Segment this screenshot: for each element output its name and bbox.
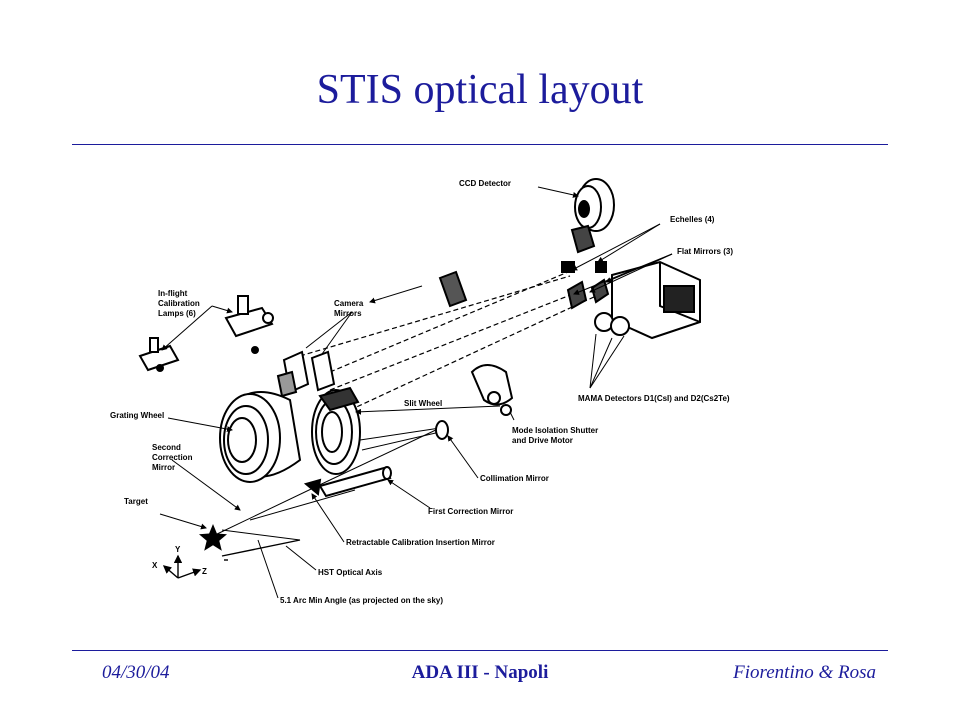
slide-title: STIS optical layout <box>316 67 644 113</box>
label-axis-x: X <box>152 561 158 570</box>
label-calibration-lamps-1: In-flight <box>158 289 188 298</box>
leader-lines <box>159 186 673 599</box>
label-second-correction-2: Correction <box>152 453 193 462</box>
footer-conference: ADA III - Napoli <box>411 662 549 683</box>
footer-divider <box>72 650 888 651</box>
grating-wheel-shape <box>219 391 302 483</box>
label-retractable-calibration: Retractable Calibration Insertion Mirror <box>346 538 495 547</box>
label-axis-y: Y <box>175 545 181 554</box>
calibration-lamps-shape <box>138 295 274 372</box>
label-calibration-lamps-3: Lamps (6) <box>158 309 196 318</box>
label-target: Target <box>124 497 148 506</box>
slit-wheel-shape <box>311 386 361 475</box>
label-echelles: Echelles (4) <box>670 215 715 224</box>
label-second-correction-3: Mirror <box>152 463 175 472</box>
label-collimation-mirror: Collimation Mirror <box>480 474 549 483</box>
collimation-mirror-shape <box>435 420 449 440</box>
coordinate-axes-icon <box>162 554 202 579</box>
footer-authors: Fiorentino & Rosa <box>733 662 876 683</box>
camera-mirror-shape <box>438 270 468 308</box>
label-ccd-detector: CCD Detector <box>459 179 511 188</box>
label-arc-min-angle: 5.1 Arc Min Angle (as projected on the s… <box>280 596 443 605</box>
mode-isolation-shutter-shape <box>470 364 514 416</box>
first-correction-mirror-shape <box>303 466 392 498</box>
label-grating-wheel: Grating Wheel <box>110 411 164 420</box>
label-second-correction-1: Second <box>152 443 181 452</box>
footer-date: 04/30/04 <box>102 662 170 683</box>
label-camera-mirrors-2: Mirrors <box>334 309 362 318</box>
label-hst-optical-axis: HST Optical Axis <box>318 568 383 577</box>
label-flat-mirrors: Flat Mirrors (3) <box>677 247 733 256</box>
label-mode-isolation-1: Mode Isolation Shutter <box>512 426 598 435</box>
title-divider <box>72 144 888 145</box>
label-first-correction: First Correction Mirror <box>428 507 513 516</box>
label-slit-wheel: Slit Wheel <box>404 399 442 408</box>
ccd-detector-shape <box>570 178 615 254</box>
label-camera-mirrors-1: Camera <box>334 299 364 308</box>
label-mode-isolation-2: and Drive Motor <box>512 436 573 445</box>
camera-mirrors-shape <box>276 350 336 398</box>
target-star-shape <box>199 524 227 551</box>
label-calibration-lamps-2: Calibration <box>158 299 200 308</box>
light-paths <box>299 271 597 411</box>
diagram-labels: CCD Detector Echelles (4) Flat Mirrors (… <box>110 179 733 605</box>
mama-detectors-shape <box>561 260 701 340</box>
label-mama-detectors: MAMA Detectors D1(CsI) and D2(Cs2Te) <box>578 394 730 403</box>
label-axis-z: Z <box>202 567 207 576</box>
